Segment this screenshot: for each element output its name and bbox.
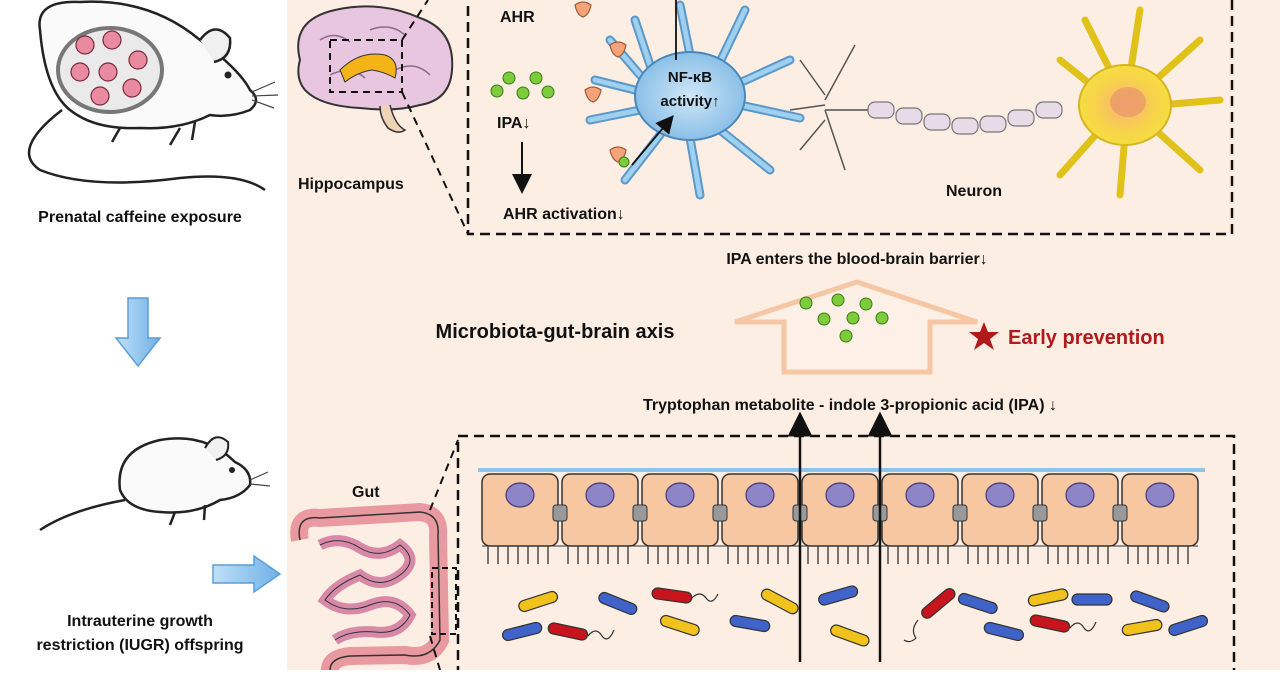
- intestine-icon: [290, 502, 457, 671]
- ipa-dots-brain: [490, 71, 555, 100]
- pregnant-mouse-icon: [27, 0, 279, 192]
- gut-bacteria: [501, 585, 1209, 647]
- offspring-mouse-icon: [39, 436, 271, 532]
- ahr-activation-label: AHR activation↓: [503, 206, 625, 223]
- right-arrow-icon: [212, 554, 282, 594]
- caption-iugr-line2: restriction (IUGR) offspring: [36, 637, 243, 654]
- ahr-receptor-icons: [574, 1, 627, 163]
- ipa-brain-label: IPA↓: [497, 115, 530, 132]
- neuron-label: Neuron: [946, 183, 1002, 200]
- up-arrow-icon: [734, 279, 978, 375]
- tight-junctions: [552, 504, 1128, 522]
- down-arrow-icon: [114, 297, 162, 368]
- nfkb-label-line1: NF-κB: [668, 69, 712, 86]
- axon-icon: [789, 44, 1063, 171]
- axis-title: Microbiota-gut-brain axis: [436, 321, 675, 343]
- gut-label: Gut: [352, 484, 380, 501]
- bbb-label: IPA enters the blood-brain barrier↓: [726, 251, 987, 268]
- early-prevention-label: Early prevention: [1008, 327, 1165, 349]
- caption-iugr-line1: Intrauterine growth: [67, 613, 213, 630]
- gut-detail-box: [456, 434, 1236, 675]
- nfkb-label-line2: activity↑: [660, 93, 719, 110]
- microvilli: [487, 546, 1189, 564]
- ipa-dots-axis: [799, 293, 889, 343]
- caption-prenatal-caffeine: Prenatal caffeine exposure: [38, 209, 242, 226]
- hippocampus-label: Hippocampus: [298, 176, 404, 193]
- neuron-cell-icon: [1056, 6, 1224, 199]
- cell-nuclei: [505, 482, 1175, 508]
- ahr-label: AHR: [500, 9, 535, 26]
- brain-detail-box: [466, 0, 1234, 236]
- star-icon: [969, 322, 999, 350]
- tryptophan-label: Tryptophan metabolite - indole 3-propion…: [643, 397, 1057, 414]
- brain-icon: [297, 5, 454, 133]
